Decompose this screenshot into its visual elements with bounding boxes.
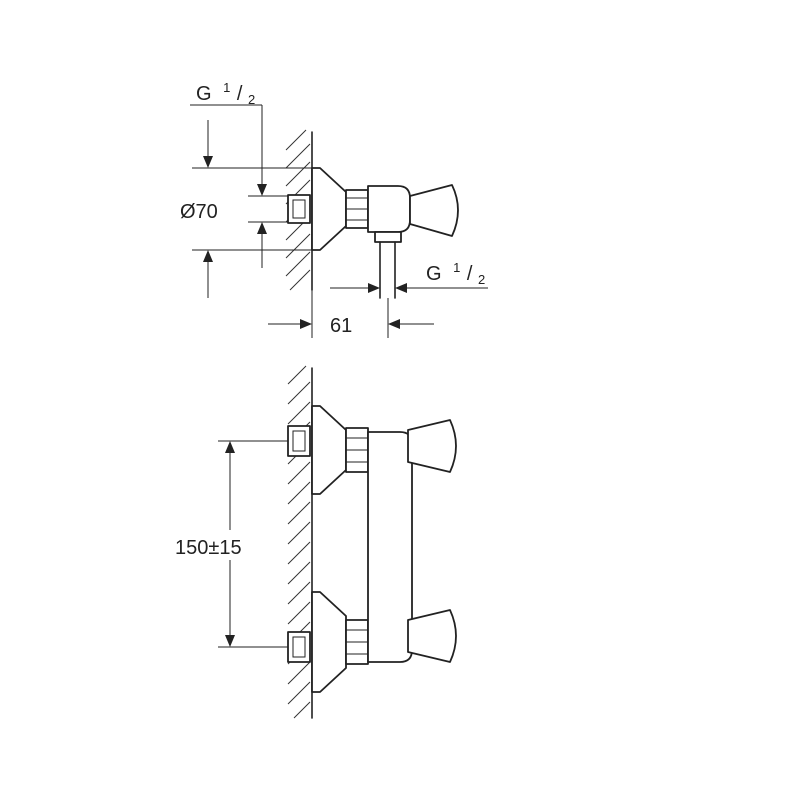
- outlet-top: [374, 231, 402, 299]
- top-thread-slash: /: [237, 83, 243, 105]
- upper-inlet: [287, 405, 369, 495]
- side-thread-numerator: 1: [453, 260, 460, 275]
- front-view: 150±15: [175, 365, 457, 719]
- handle-top: [409, 184, 459, 237]
- spacing-label: 150±15: [175, 537, 242, 559]
- handle-upper: [407, 419, 457, 473]
- wall-connector-top: [287, 194, 311, 224]
- side-view: G 1 / 2 Ø70: [180, 75, 488, 338]
- rosette-top: [311, 167, 347, 251]
- dimension-thread-top: G 1 / 2: [190, 75, 267, 196]
- dimension-spacing: 150±15: [175, 440, 288, 648]
- top-thread-main: G: [196, 83, 212, 105]
- valve-body-top: [367, 185, 411, 233]
- dimension-thread-side: G 1 / 2: [330, 255, 488, 293]
- svg-text:G 1 /: G 1 / 2: [426, 255, 485, 287]
- side-thread-main: G: [426, 263, 442, 285]
- handle-lower: [407, 609, 457, 663]
- wall-bottom: [287, 365, 313, 719]
- side-thread-denominator: 2: [478, 272, 485, 287]
- mixer-body: [367, 431, 413, 663]
- lower-inlet: [287, 591, 369, 693]
- side-thread-slash: /: [467, 263, 473, 285]
- svg-text:G 1 /: G 1 / 2: [196, 75, 255, 107]
- dimension-projection: 61: [268, 290, 434, 338]
- top-thread-denominator: 2: [248, 92, 255, 107]
- wall-hatching-bottom: [287, 365, 311, 719]
- diameter-label: Ø70: [180, 201, 218, 223]
- projection-label: 61: [330, 315, 352, 337]
- hex-nut-top: [345, 189, 369, 229]
- top-thread-numerator: 1: [223, 80, 230, 95]
- dimension-diameter: Ø70: [180, 120, 312, 298]
